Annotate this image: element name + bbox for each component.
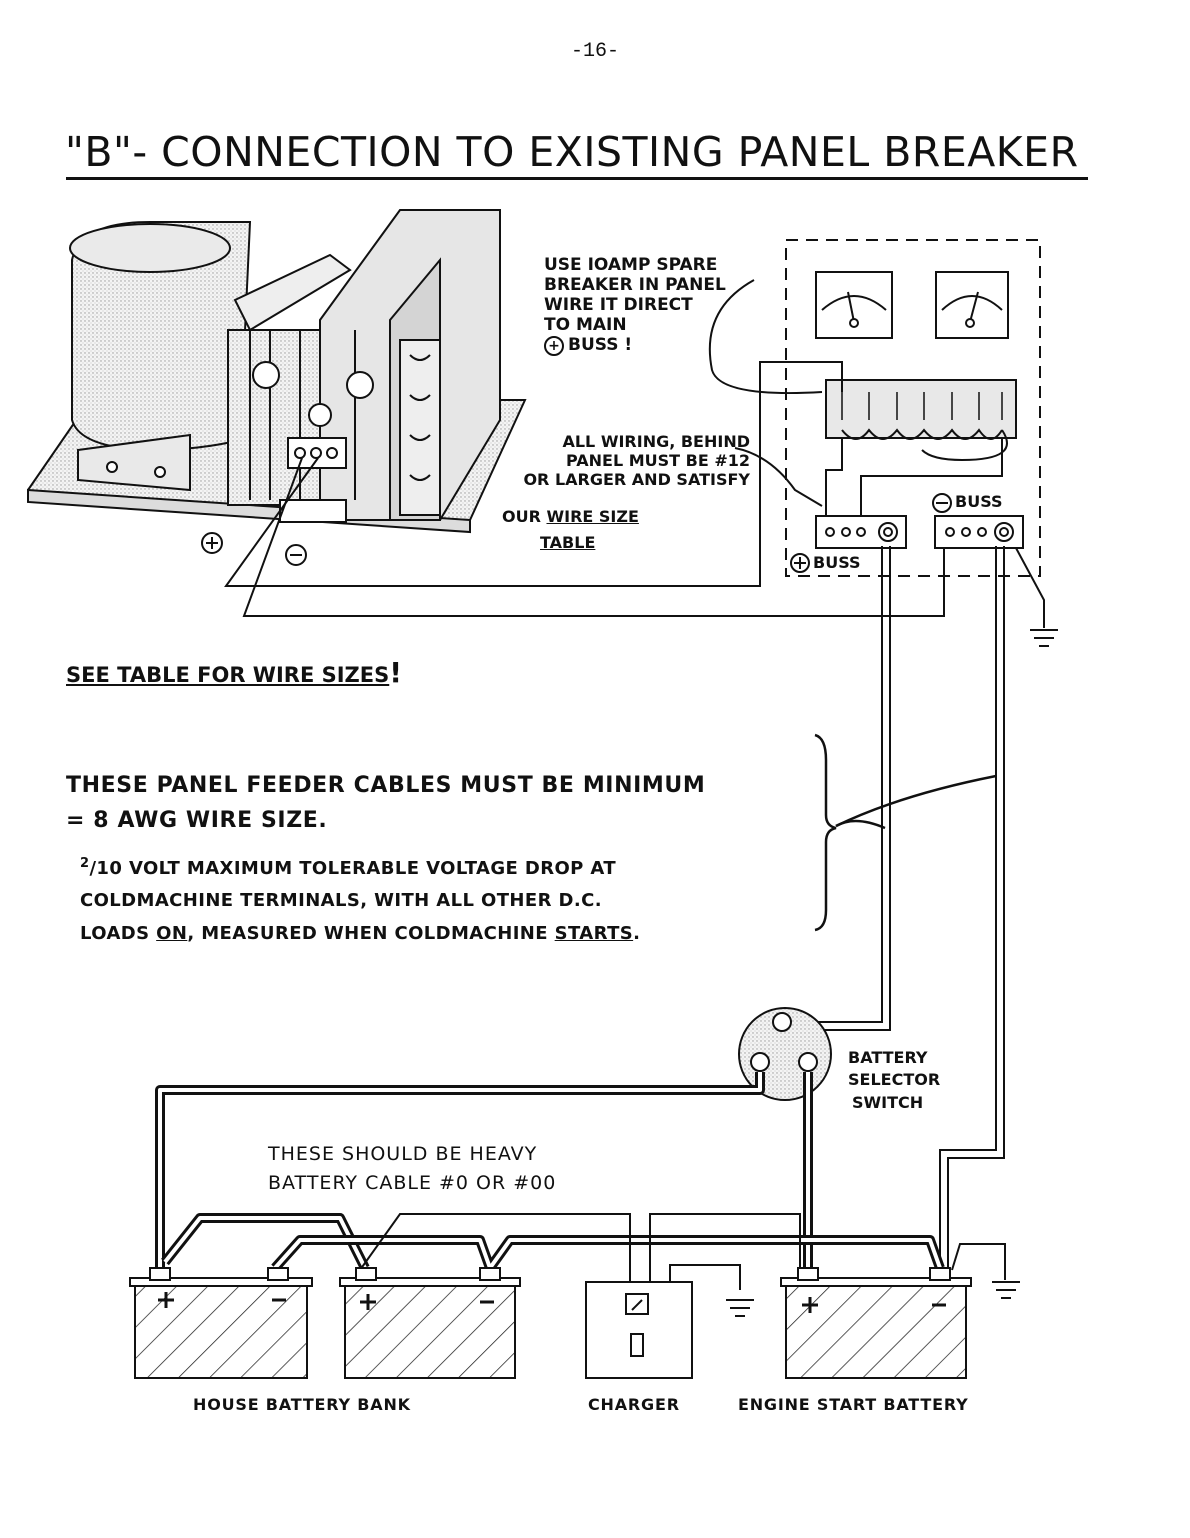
coldmachine-unit: [27, 209, 527, 534]
negative-buss-label: BUSS: [955, 492, 1003, 511]
breaker-note-line: USE IOAMP SPARE: [544, 255, 718, 275]
voltage-note-line-1: 2/10 VOLT MAXIMUM TOLERABLE VOLTAGE DROP…: [80, 852, 640, 885]
title-underline: [66, 177, 1088, 180]
voltage-note-line-3: LOADS ON, MEASURED WHEN COLDMACHINE STAR…: [80, 918, 640, 950]
feeder-note-line: = 8 AWG WIRE SIZE.: [66, 808, 328, 834]
voltage-note-end: .: [633, 922, 641, 944]
breaker-note-buss: BUSS !: [568, 335, 633, 356]
buss-symbols: [790, 493, 952, 573]
selector-label-line: SWITCH: [852, 1092, 924, 1112]
breaker-note-line: WIRE IT DIRECT: [544, 295, 693, 316]
house-battery-1: [129, 1267, 313, 1379]
voltage-note-text: /10 VOLT MAXIMUM TOLERABLE VOLTAGE DROP …: [89, 858, 617, 879]
wiring-note-prefix: OUR: [502, 507, 547, 526]
see-table-text: SEE TABLE FOR WIRE SIZES: [66, 663, 390, 687]
voltage-note-loads: LOADS: [80, 922, 157, 944]
house-battery-2: [339, 1267, 521, 1379]
see-table-mark: !: [389, 656, 403, 689]
charger-wiring: [359, 1213, 1006, 1290]
voltmeter-icon: [935, 271, 1009, 339]
ammeter-icon: [815, 271, 893, 339]
coldmachine-terminal-symbols: [201, 532, 307, 566]
voltage-note-line-2: COLDMACHINE TERMINALS, WITH ALL OTHER D.…: [80, 890, 602, 912]
feeder-brace: [814, 733, 997, 932]
wiring-note-line-4: OUR WIRE SIZE: [502, 507, 639, 527]
wiring-note-table: TABLE: [540, 533, 596, 552]
engine-start-battery: [780, 1267, 972, 1379]
selector-label-line: SELECTOR: [848, 1070, 941, 1090]
heavy-cable-line: BATTERY CABLE #0 OR #00: [268, 1172, 557, 1195]
voltage-drop-note: 2/10 VOLT MAXIMUM TOLERABLE VOLTAGE DROP…: [80, 852, 640, 950]
charger-label: CHARGER: [588, 1395, 680, 1414]
engine-battery-label: ENGINE START BATTERY: [738, 1395, 969, 1414]
see-table-note: SEE TABLE FOR WIRE SIZES!: [66, 656, 402, 689]
wiring-note-line: ALL WIRING, BEHIND: [562, 432, 750, 451]
feeder-note-line: THESE PANEL FEEDER CABLES MUST BE MINIMU…: [66, 773, 706, 798]
ground-symbol-charger: [726, 1299, 754, 1317]
positive-buss-label: BUSS: [813, 553, 861, 572]
negative-buss-bar: [934, 515, 1024, 549]
wiring-note-line: OR LARGER AND SATISFY: [523, 469, 750, 489]
breaker-note-line: TO MAIN: [544, 315, 627, 336]
voltage-note-measured: , MEASURED WHEN COLDMACHINE: [187, 922, 555, 944]
feeder-cables: [790, 546, 1005, 1270]
voltage-note-on: ON: [156, 922, 188, 944]
positive-buss-bar: [815, 515, 907, 549]
wiring-size-link-text: WIRE SIZE: [546, 507, 639, 526]
heavy-cable-note: THESE SHOULD BE HEAVY BATTERY CABLE #0 O…: [268, 1140, 556, 1199]
voltage-note-sup: 2: [80, 856, 90, 871]
charger-box: [585, 1281, 693, 1379]
feeder-note: THESE PANEL FEEDER CABLES MUST BE MINIMU…: [66, 768, 705, 838]
voltage-note-starts: STARTS: [554, 922, 634, 944]
heavy-cable-line: THESE SHOULD BE HEAVY: [268, 1143, 538, 1165]
ground-symbol: [1030, 629, 1058, 647]
breaker-row: [825, 379, 1017, 462]
electrical-panel-outline: [785, 239, 1041, 577]
breaker-note: USE IOAMP SPARE BREAKER IN PANEL WIRE IT…: [544, 255, 726, 357]
selector-switch-label: BATTERY SELECTOR SWITCH: [848, 1047, 940, 1114]
breaker-note-line: +BUSS !: [544, 335, 726, 357]
house-battery-label: HOUSE BATTERY BANK: [193, 1395, 411, 1414]
breaker-note-line: BREAKER IN PANEL: [544, 275, 726, 296]
wiring-note-line: PANEL MUST BE #12: [565, 450, 750, 470]
selector-label-line: BATTERY: [848, 1048, 928, 1067]
page-number: -16-: [570, 40, 619, 63]
positive-symbol-icon: +: [544, 336, 564, 357]
wiring-note: ALL WIRING, BEHIND PANEL MUST BE #12 OR …: [500, 432, 750, 490]
panel-wiring: [224, 279, 1045, 628]
ground-symbol-engine: [992, 1281, 1020, 1299]
page-title: "B"- CONNECTION TO EXISTING PANEL BREAKE…: [65, 128, 1079, 176]
